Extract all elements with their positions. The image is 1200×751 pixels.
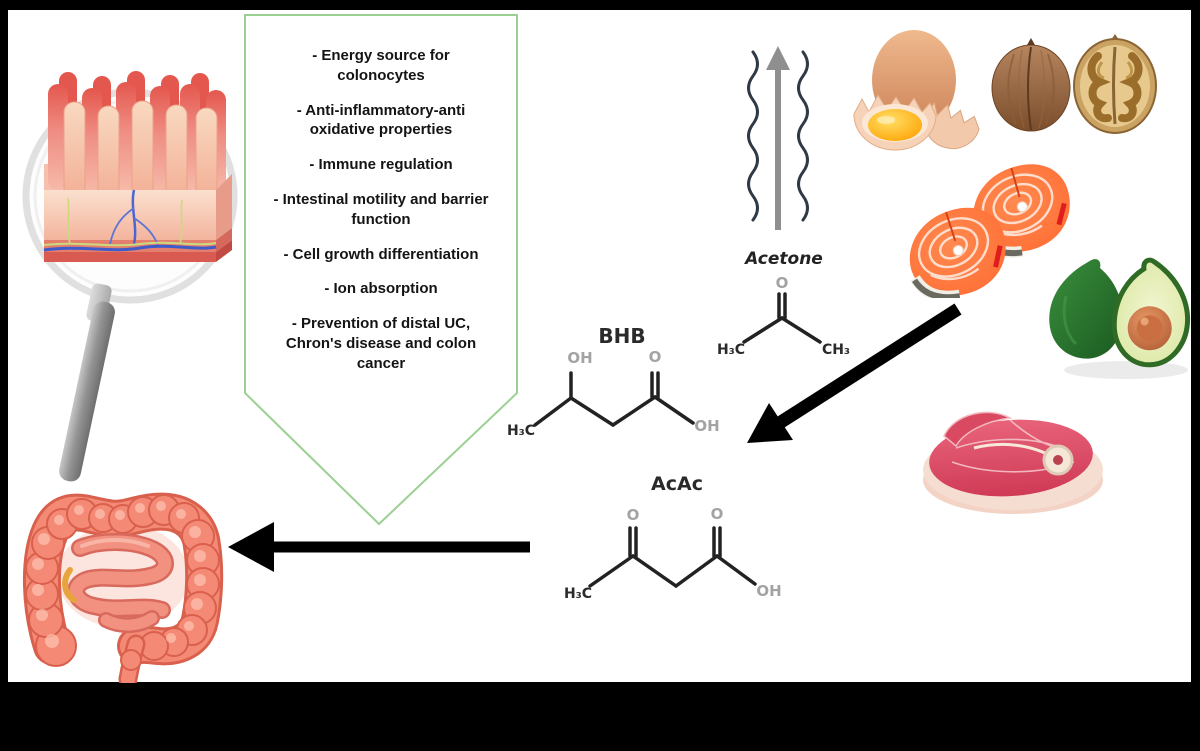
acetone-methyl-left-label: H₃C — [717, 342, 745, 358]
benefit-item: - Ion absorption — [324, 280, 438, 298]
acetone-title: Acetone — [743, 249, 823, 269]
villi-front-row — [63, 100, 218, 201]
benefit-item: - Prevention of distal UC, Chron's disea… — [285, 315, 477, 372]
egg-illustration — [853, 30, 980, 151]
bhb-structure: BHB OH O H₃C OH — [507, 324, 720, 439]
arrow-foods-to-ketones-icon — [747, 303, 962, 443]
meat-illustration — [923, 411, 1103, 514]
arrow-ketones-to-colon-icon — [228, 522, 530, 572]
acetone-carbonyl-o-label: O — [776, 274, 789, 292]
appendix-illustration — [62, 567, 77, 603]
acac-hydroxyl-label: OH — [756, 582, 781, 600]
avocado-half — [1111, 257, 1191, 368]
colon-illustration — [22, 492, 224, 683]
egg-yolk — [868, 109, 922, 141]
evaporation-arrow-icon — [747, 46, 809, 230]
avocado-illustration — [1049, 257, 1191, 379]
bhb-carbonyl-o-label: O — [649, 348, 662, 366]
acac-methyl-label: H₃C — [564, 586, 592, 602]
acetone-methyl-right-label: CH₃ — [822, 342, 850, 358]
salmon-steak — [909, 207, 1006, 298]
villi-blood-vessel — [131, 189, 137, 245]
acac-carbonyl-o-right-label: O — [711, 505, 724, 523]
small-intestine-coils — [67, 533, 174, 633]
bhb-methyl-label: H₃C — [507, 423, 535, 439]
benefit-item: - Cell growth differentiation — [283, 245, 479, 263]
avocado-whole — [1049, 259, 1123, 359]
acac-structure: AcAc O O H₃C OH — [564, 473, 782, 602]
walnut-half-illustration — [1073, 34, 1157, 134]
salmon-steaks-illustration — [909, 164, 1070, 298]
bhb-hydroxyl-right-label: OH — [694, 417, 719, 435]
intestinal-villi-illustration — [43, 71, 232, 262]
bhb-hydroxyl-top-label: OH — [567, 349, 592, 367]
benefits-banner-outline — [244, 14, 518, 526]
benefit-item: - Energy source for colonocytes — [312, 47, 450, 84]
acac-carbonyl-o-left-label: O — [627, 506, 640, 524]
benefits-list: - Energy source for colonocytes - Anti-i… — [252, 46, 510, 374]
benefit-item: - Intestinal motility and barrier functi… — [273, 190, 489, 228]
acac-title: AcAc — [651, 473, 703, 495]
benefit-item: - Immune regulation — [309, 156, 453, 174]
acetone-structure: Acetone O H₃C CH₃ — [717, 249, 850, 358]
benefit-item: - Anti-inflammatory-anti oxidative prope… — [296, 101, 466, 139]
bhb-title: BHB — [598, 324, 645, 348]
walnut-whole-illustration — [991, 38, 1071, 132]
